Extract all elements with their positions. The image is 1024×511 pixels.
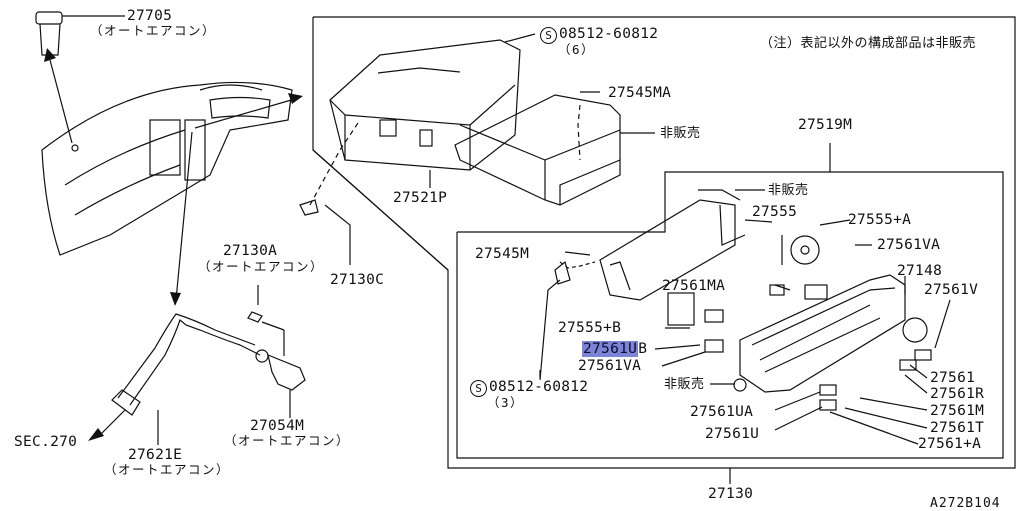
part-label-27561T: 27561T	[930, 420, 985, 436]
part-label-27545M: 27545M	[475, 246, 530, 262]
part-label-27130: 27130	[708, 486, 754, 502]
part-label-27561VA-mid: 27561VA	[578, 358, 642, 374]
part-label-27519M: 27519M	[798, 117, 853, 133]
part-label-27621E: 27621E	[128, 447, 183, 463]
not-sold-note: （注）表記以外の構成部品は非販売	[760, 36, 977, 51]
auto-ac-note-3: （オートエアコン）	[224, 433, 351, 448]
not-sold-label-2: 非販売	[768, 183, 809, 198]
part-label-27561UA: 27561UA	[690, 404, 754, 420]
dashboard-drawing	[35, 11, 293, 256]
part-label-27561VA-top: 27561VA	[877, 237, 941, 253]
diagram-code: A272B104	[930, 496, 1001, 511]
part-label-27555: 27555	[752, 204, 798, 220]
arrow-head	[88, 428, 104, 441]
part-label-27555A: 27555+A	[848, 212, 912, 228]
screw-bottom-number: 08512-60812	[489, 379, 589, 395]
highlighted-part-number: 27561U	[582, 341, 639, 357]
part-label-27555B: 27555+B	[558, 320, 622, 336]
part-label-27130C: 27130C	[330, 272, 385, 288]
screw-mark-icon: S	[470, 380, 487, 397]
part-label-27561R: 27561R	[930, 386, 985, 402]
part-label-27561M: 27561M	[930, 403, 985, 419]
auto-ac-note-4: （オートエアコン）	[104, 462, 231, 477]
not-sold-label-3: 非販売	[664, 377, 705, 392]
part-label-27561: 27561	[930, 370, 976, 386]
part-label-27561A: 27561+A	[918, 436, 982, 452]
screw-top-qty: （6）	[558, 42, 596, 57]
part-label-27561UB: 27561UB	[582, 341, 647, 357]
arrow-head	[288, 93, 303, 104]
part-label-27705: 27705	[127, 8, 173, 24]
part-label-27545MA: 27545MA	[608, 85, 672, 101]
control-panel-drawing	[599, 189, 932, 411]
part-label-27561V: 27561V	[924, 282, 979, 298]
part-label-27130A: 27130A	[223, 243, 278, 259]
auto-ac-note-2: （オートエアコン）	[198, 259, 325, 274]
part-label-27561MA: 27561MA	[662, 278, 726, 294]
not-sold-label-1: 非販売	[660, 126, 701, 141]
screw-mark-icon: S	[540, 27, 557, 44]
assembly-frame-27519M	[456, 171, 1004, 459]
arrow-head	[44, 48, 56, 62]
control-unit-top-drawing	[329, 39, 621, 206]
part-label-27521P: 27521P	[393, 190, 448, 206]
screw-top-number: 08512-60812	[559, 26, 659, 42]
part-suffix: B	[638, 341, 648, 357]
hose-drawing	[111, 313, 306, 416]
part-label-27054M: 27054M	[250, 418, 305, 434]
section-reference: SEC.270	[14, 434, 78, 450]
arrow-head	[170, 292, 181, 306]
screw-bottom-qty: （3）	[487, 395, 525, 410]
auto-ac-note: （オートエアコン）	[90, 23, 217, 38]
part-label-27148: 27148	[897, 263, 943, 279]
part-label-27561U: 27561U	[705, 426, 760, 442]
